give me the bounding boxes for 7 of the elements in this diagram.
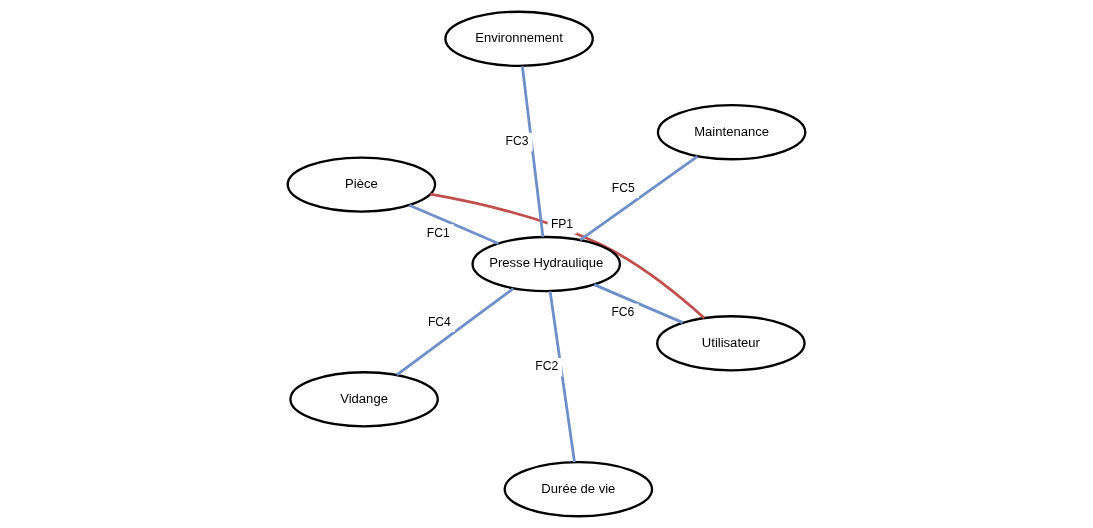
edge-label: FC2 — [535, 359, 559, 374]
edge-label: FC4 — [427, 314, 451, 329]
edge-label: FC6 — [611, 305, 635, 320]
edge-label: FC5 — [611, 181, 635, 196]
edge-label: FC1 — [426, 225, 450, 240]
edge-label: FP1 — [550, 216, 574, 231]
edge-label: FC3 — [505, 134, 529, 149]
